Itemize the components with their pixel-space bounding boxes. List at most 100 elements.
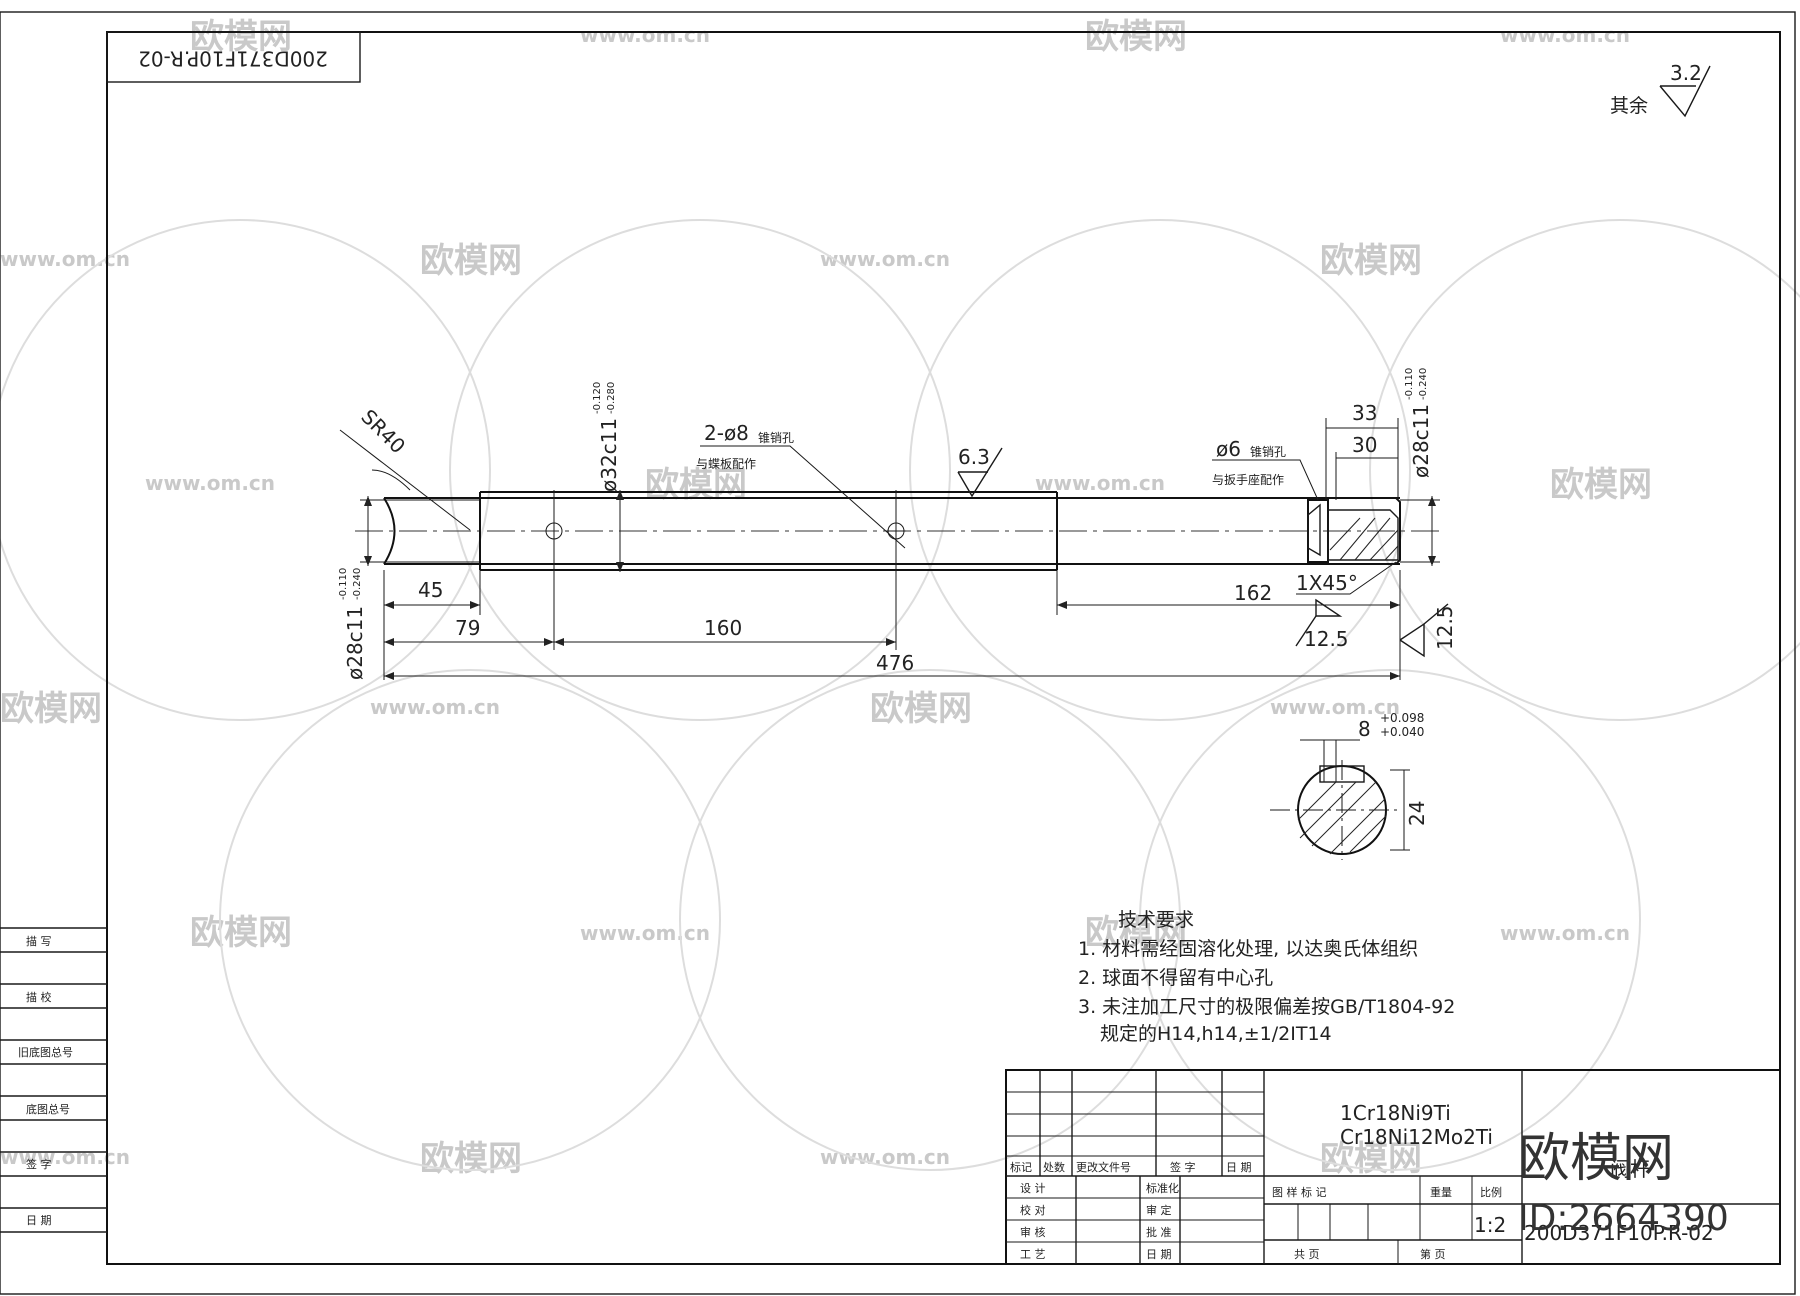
mid-diameter-tol-lower: -0.280 (606, 382, 617, 414)
key-width: 8 (1358, 717, 1371, 741)
tech-requirements: 技术要求 1. 材料需经固溶化处理, 以达奥氏体组织 2. 球面不得留有中心孔 … (1078, 909, 1455, 1045)
roughness-12-5-a-label: 12.5 (1304, 627, 1349, 651)
watermark-url: www.om.cn (580, 921, 710, 945)
side-table: 描 写 描 校 旧底图总号 底图总号 签 字 日 期 (0, 927, 107, 1233)
watermark-text: 欧模网 (870, 689, 972, 729)
material-1: 1Cr18Ni9Ti (1340, 1101, 1451, 1125)
watermark-text: 欧模网 (190, 17, 292, 57)
watermark-text: 欧模网 (420, 241, 522, 281)
right-pin-kind: 锥销孔 (1250, 445, 1286, 459)
tb-sign-label: 签 字 (1170, 1160, 1196, 1174)
key-tol-lower: +0.040 (1380, 725, 1424, 739)
roughness-6-3-label: 6.3 (958, 445, 990, 469)
watermark-url: www.om.cn (1500, 23, 1630, 47)
dim-45: 45 (418, 578, 443, 602)
left-diameter-tol-lower: -0.240 (352, 568, 363, 600)
tb-date2-label: 日 期 (1146, 1248, 1172, 1261)
sphere-end (383, 497, 396, 565)
right-pin-leader (1212, 459, 1319, 501)
tb-design-label: 设 计 (1020, 1182, 1046, 1195)
dim-33: 33 (1352, 401, 1377, 425)
watermark-text: 欧模网 (1550, 465, 1652, 505)
tb-check-label: 校 对 (1020, 1203, 1046, 1217)
tb-review-label: 审 核 (1020, 1225, 1046, 1239)
left-diameter-tol-upper: -0.110 (338, 568, 349, 600)
brand-watermark: 欧模网 ID:2664390 (1518, 1129, 1729, 1239)
mid-diameter-tol-upper: -0.120 (592, 382, 603, 414)
brand-id: ID:2664390 (1518, 1198, 1729, 1239)
tb-change-label: 更改文件号 (1076, 1160, 1131, 1174)
watermark-url: www.om.cn (1500, 921, 1630, 945)
side-label-2: 描 校 (26, 990, 52, 1004)
watermark-url: www.om.cn (580, 23, 710, 47)
tb-std-label: 标准化 (1146, 1181, 1179, 1195)
left-diameter-label: ø28c11 (343, 606, 367, 680)
tb-sheet-no: 第 页 (1420, 1247, 1446, 1261)
roughness-12-5-a (1315, 598, 1343, 617)
watermark-url: www.om.cn (0, 247, 130, 271)
watermark-text: 欧模网 (1085, 17, 1187, 57)
mid-diameter-label: ø32c11 (597, 418, 621, 492)
chamfer-label: 1X45° (1296, 571, 1358, 595)
brand-text: 欧模网 (1518, 1129, 1674, 1189)
outer-frame (0, 11, 1796, 1295)
watermark-layer: 欧模网 欧模网 欧模网 欧模网 欧模网 欧模网 欧模网 欧模网 欧模网 欧模网 … (0, 17, 1800, 1179)
tech-item-4: 规定的H14,h14,±1/2IT14 (1100, 1023, 1332, 1045)
tb-weight-label: 重量 (1430, 1185, 1452, 1199)
tb-date-label: 日 期 (1226, 1161, 1252, 1174)
side-label-4: 底图总号 (26, 1102, 70, 1116)
material-2: Cr18Ni12Mo2Ti (1340, 1125, 1493, 1149)
dim-79: 79 (455, 616, 480, 640)
tb-process-label: 工 艺 (1020, 1248, 1046, 1261)
tb-stage-label: 图 样 标 记 (1272, 1185, 1327, 1199)
right-diameter-group: ø28c11 -0.110 -0.240 (1404, 368, 1433, 478)
part-name: 阀杆 (1610, 1157, 1650, 1181)
tech-item-2: 2. 球面不得留有中心孔 (1078, 967, 1273, 989)
right-diameter-tol-lower: -0.240 (1418, 368, 1429, 400)
pin-holes-note: 与蝶板配作 (696, 456, 756, 471)
tb-approve1-label: 审 定 (1146, 1203, 1172, 1217)
tech-item-1: 1. 材料需经固溶化处理, 以达奥氏体组织 (1078, 938, 1418, 960)
watermark-url: www.om.cn (145, 471, 275, 495)
roughness-6-3 (957, 447, 1003, 498)
right-diameter-label: ø28c11 (1409, 404, 1433, 478)
tech-item-3: 3. 未注加工尺寸的极限偏差按GB/T1804-92 (1078, 996, 1455, 1018)
right-pin-note: 与扳手座配作 (1212, 472, 1284, 487)
tb-count-label: 处数 (1043, 1161, 1065, 1174)
keyway-section-view: 8 +0.098 +0.040 24 (1270, 711, 1429, 860)
sr40-leader (339, 429, 471, 531)
keyway-section (1327, 509, 1399, 561)
default-roughness: 其余 3.2 (1610, 61, 1711, 118)
dim-476: 476 (876, 651, 914, 675)
watermark-text: 欧模网 (1320, 1139, 1422, 1179)
shaft-view: SR40 ø28c11 -0.110 -0.240 ø32c11 -0.120 … (338, 368, 1457, 680)
side-label-6: 日 期 (26, 1214, 52, 1227)
tb-scale-label: 比例 (1480, 1185, 1502, 1199)
watermark-text: 欧模网 (420, 1139, 522, 1179)
title-block: 标记 处数 更改文件号 签 字 日 期 设 计 校 对 审 核 工 艺 标准化 … (1005, 1069, 1781, 1265)
right-pin-label: ø6 (1216, 437, 1241, 461)
tb-scale-value: 1:2 (1474, 1213, 1506, 1237)
watermark-text: 欧模网 (190, 913, 292, 953)
pin-holes-leader (700, 445, 906, 549)
part-number: 200D371F10P.R-02 (1524, 1221, 1714, 1245)
key-tol-upper: +0.098 (1380, 711, 1424, 725)
watermark-url: www.om.cn (0, 1145, 130, 1169)
default-roughness-label: 其余 (1610, 95, 1648, 117)
pin-holes-kind: 锥销孔 (758, 431, 794, 445)
side-label-3: 旧底图总号 (18, 1045, 73, 1059)
watermark-url: www.om.cn (1270, 695, 1400, 719)
left-diameter-group: ø28c11 -0.110 -0.240 (338, 568, 367, 680)
watermark-text: 欧模网 (1320, 241, 1422, 281)
sr40-label: SR40 (356, 405, 410, 459)
watermark-text: 欧模网 (0, 689, 102, 729)
drawing-number-box: 200D371F10P.R-02 (106, 31, 361, 83)
dim-30: 30 (1352, 433, 1377, 457)
dim-160: 160 (704, 616, 742, 640)
tb-sheets-total: 共 页 (1294, 1248, 1320, 1261)
tb-mark-label: 标记 (1010, 1160, 1032, 1174)
inner-frame (106, 31, 1781, 1265)
watermark-url: www.om.cn (820, 247, 950, 271)
drawing-number-rotated: 200D371F10P.R-02 (138, 47, 328, 71)
